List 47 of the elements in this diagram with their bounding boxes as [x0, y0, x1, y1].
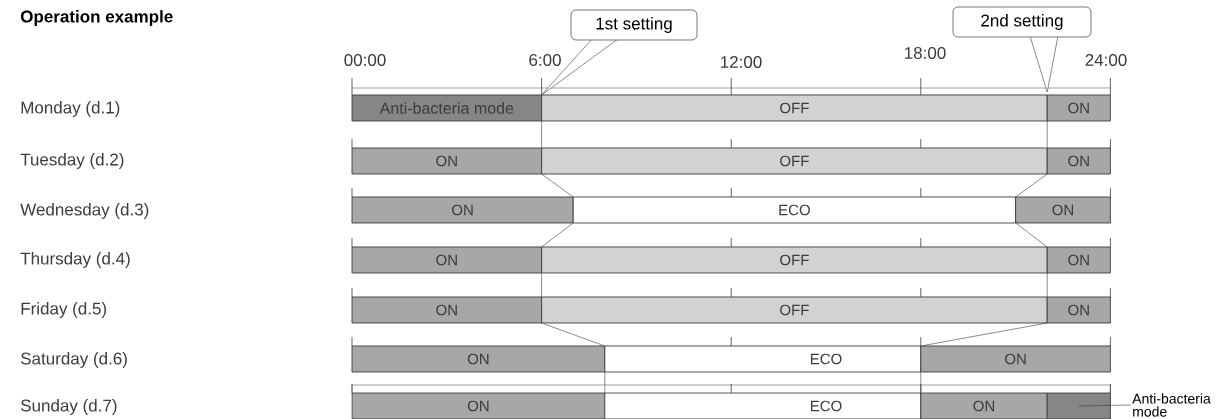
- connector-line: [1046, 120, 1048, 149]
- time-label: 18:00: [905, 46, 946, 59]
- day-label: Friday (d.5): [21, 302, 107, 318]
- connector-line: [541, 322, 606, 347]
- connector-line: [541, 173, 574, 198]
- connector-line: [541, 272, 542, 298]
- mode-bar: OFF: [541, 246, 1048, 274]
- mode-bar: ON: [1046, 296, 1111, 324]
- mode-bar: ON: [920, 345, 1111, 373]
- mode-bar: ON: [351, 196, 574, 224]
- mode-bar: ON: [351, 345, 606, 373]
- day-label: Monday (d.1): [21, 101, 120, 117]
- connector-line: [1015, 222, 1048, 248]
- mode-bar: ECO: [604, 392, 922, 419]
- title: Operation example: [20, 10, 173, 26]
- mode-bar: Anti-bacteria mode: [351, 94, 543, 122]
- mode-bar: OFF: [541, 296, 1048, 324]
- mode-bar: ON: [351, 392, 606, 419]
- mode-bar: OFF: [541, 147, 1048, 175]
- mode-bar: ON: [351, 296, 543, 324]
- leader-line: [1078, 404, 1132, 407]
- mode-bar: [1046, 392, 1111, 419]
- mode-bar: ECO: [604, 345, 922, 373]
- mode-bar: ON: [920, 392, 1048, 419]
- mode-bar: ON: [351, 246, 543, 274]
- time-label: 00:00: [344, 53, 386, 66]
- connector-line: [920, 322, 1048, 347]
- mode-bar: OFF: [541, 94, 1048, 122]
- mode-bar: ON: [1046, 246, 1111, 274]
- mode-bar: ON: [1015, 196, 1111, 224]
- annotation-text: Anti-bacteria mode: [1132, 393, 1211, 417]
- mode-bar: ON: [1046, 94, 1111, 122]
- mode-bar: ON: [351, 147, 543, 175]
- connector-line: [541, 120, 542, 149]
- day-label: Sunday (d.7): [21, 399, 117, 415]
- day-label: Wednesday (d.3): [20, 203, 149, 219]
- connector-line: [1015, 173, 1048, 198]
- day-label: Thursday (d.4): [20, 252, 130, 268]
- mode-bar: ON: [1046, 147, 1111, 175]
- day-label: Tuesday (d.2): [20, 153, 124, 169]
- mode-bar: ECO: [572, 196, 1017, 224]
- connector-line: [1046, 272, 1048, 298]
- time-label: 12:00: [721, 55, 762, 68]
- connector-line: [604, 371, 606, 394]
- connector-line: [920, 371, 922, 394]
- day-label: Saturday (d.6): [21, 352, 127, 368]
- connector-line: [541, 222, 574, 248]
